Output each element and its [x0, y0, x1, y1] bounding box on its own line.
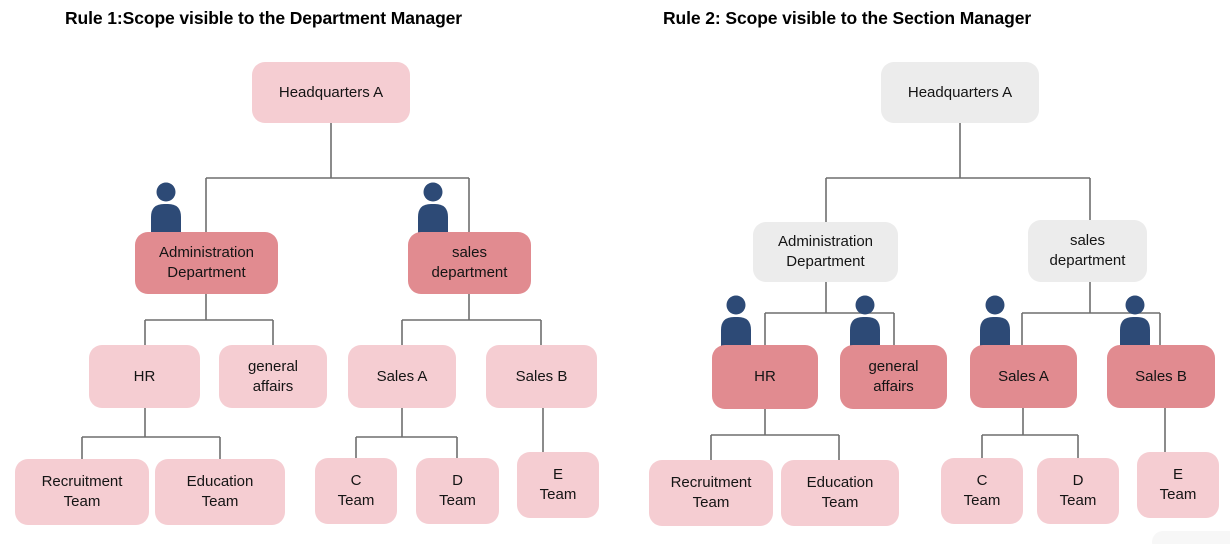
- org-node-sales-dept: sales department: [408, 232, 531, 294]
- manager-person-icon: [1120, 295, 1150, 351]
- org-node-education-team: Education Team: [781, 460, 899, 526]
- rule1-connectors: [81, 123, 544, 459]
- org-node-hr: HR: [712, 345, 818, 409]
- org-node-headquarters: Headquarters A: [881, 62, 1039, 123]
- org-node-c-team: C Team: [941, 458, 1023, 524]
- rule1-title: Rule 1:Scope visible to the Department M…: [65, 8, 463, 28]
- org-node-sales-dept: sales department: [1028, 220, 1147, 282]
- manager-person-icon: [980, 295, 1010, 351]
- manager-person-icon: [850, 295, 880, 351]
- rule2-connectors: [710, 123, 1166, 460]
- org-node-recruitment-team: Recruitment Team: [15, 459, 149, 525]
- manager-person-icon: [151, 182, 181, 238]
- org-node-hr: HR: [89, 345, 200, 408]
- org-node-sales-b: Sales B: [1107, 345, 1215, 408]
- org-node-sales-b: Sales B: [486, 345, 597, 408]
- corner-artifact: [1152, 531, 1230, 544]
- org-node-recruitment-team: Recruitment Team: [649, 460, 773, 526]
- org-node-education-team: Education Team: [155, 459, 285, 525]
- rule2-title: Rule 2: Scope visible to the Section Man…: [663, 8, 1032, 28]
- org-node-general-affairs: general affairs: [219, 345, 327, 408]
- org-node-sales-a: Sales A: [970, 345, 1077, 408]
- org-node-administration: Administration Department: [753, 222, 898, 282]
- org-node-e-team: E Team: [517, 452, 599, 518]
- org-node-general-affairs: general affairs: [840, 345, 947, 409]
- org-node-d-team: D Team: [1037, 458, 1119, 524]
- org-node-headquarters: Headquarters A: [252, 62, 410, 123]
- org-node-e-team: E Team: [1137, 452, 1219, 518]
- org-node-d-team: D Team: [416, 458, 499, 524]
- org-node-administration: Administration Department: [135, 232, 278, 294]
- org-node-c-team: C Team: [315, 458, 397, 524]
- manager-person-icon: [721, 295, 751, 351]
- manager-person-icon: [418, 182, 448, 238]
- org-node-sales-a: Sales A: [348, 345, 456, 408]
